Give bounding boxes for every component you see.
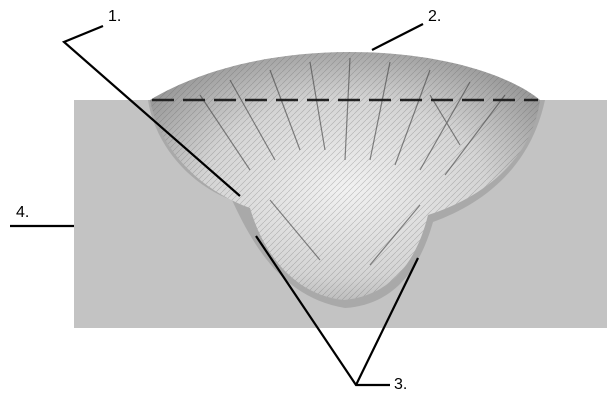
leader-lines [10,23,424,387]
label-3: 3. [394,376,408,393]
leader-line-1 [61,24,241,197]
grain-streaks [199,57,506,266]
label-4: 4. [16,204,30,221]
weld-bead-texture [150,52,540,300]
label-2: 2. [428,8,442,25]
leader-line-3-right [355,257,419,386]
label-1: 1. [108,8,122,25]
leader-line-2 [371,23,424,51]
